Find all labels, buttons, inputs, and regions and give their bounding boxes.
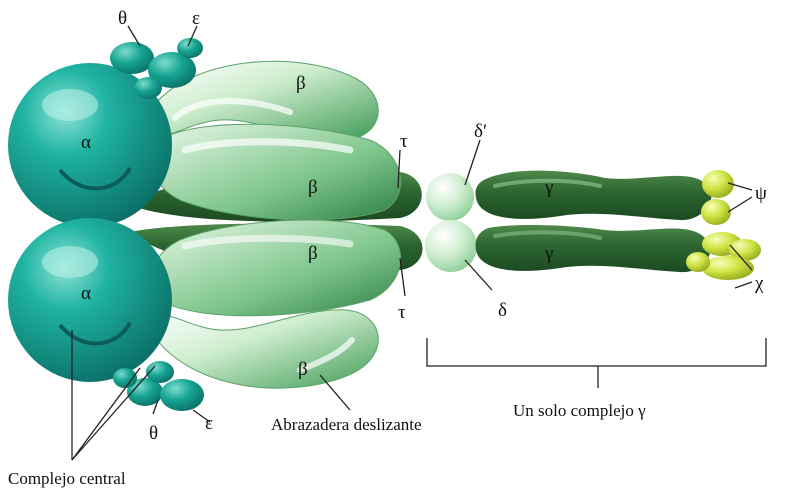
label-alpha-lower: α [81, 283, 91, 304]
label-beta-3: β [308, 243, 318, 264]
label-beta-2: β [308, 177, 318, 198]
beta-clamp-lower-outer [150, 310, 378, 388]
caption-sliding-clamp: Abrazadera deslizante [271, 415, 422, 434]
label-beta-4: β [298, 359, 308, 380]
label-alpha-upper: α [81, 132, 91, 153]
gamma-subunit-upper [476, 171, 712, 220]
label-beta-1: β [296, 73, 306, 94]
label-chi: χ [754, 273, 764, 294]
label-theta-bottom: θ [149, 423, 158, 444]
gamma-subunit-lower [476, 225, 711, 272]
caption-gamma-complex: Un solo complejo γ [513, 401, 646, 420]
theta-subunit-upper [110, 42, 154, 74]
label-psi: ψ [755, 183, 767, 204]
label-gamma-lower: γ [544, 243, 553, 264]
label-tau-lower: τ [398, 302, 406, 323]
label-epsilon-bottom: ε [205, 413, 213, 434]
label-gamma-upper: γ [544, 177, 553, 198]
label-delta-prime: δ′ [474, 121, 487, 142]
label-theta-top: θ [118, 8, 127, 29]
caption-core-complex: Complejo central [8, 469, 126, 488]
label-epsilon-top: ε [192, 8, 200, 29]
label-tau-upper: τ [400, 131, 408, 152]
label-delta: δ [498, 300, 507, 321]
